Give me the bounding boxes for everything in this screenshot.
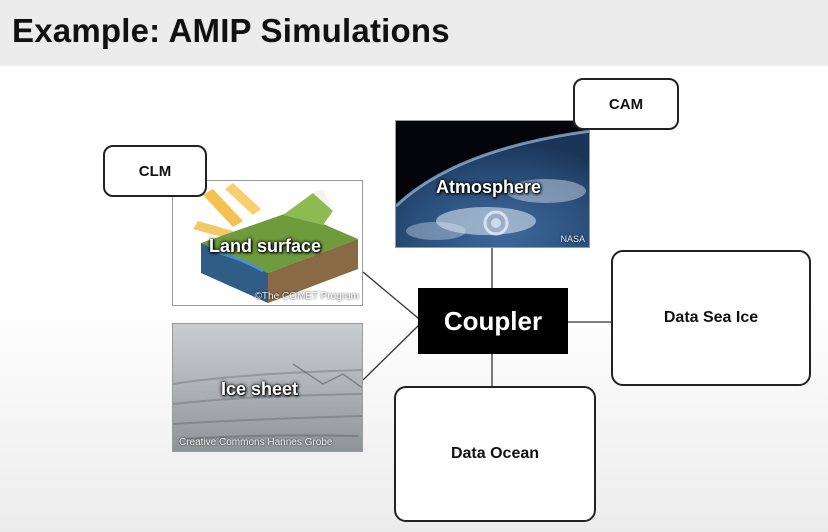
atmosphere-label: Atmosphere (436, 177, 542, 197)
coupler-box: Coupler (418, 288, 568, 354)
ice-sheet-connector (362, 325, 419, 381)
earth-from-space-graphic (396, 121, 589, 247)
atmosphere-image: Atmosphere NASA (395, 120, 590, 248)
slide-title: Example: AMIP Simulations (12, 12, 450, 49)
clm-box: CLM (103, 145, 207, 197)
ice-sheet-graphic (173, 324, 362, 451)
land-surface-image: Land surface ©The COMET Program (172, 180, 363, 306)
land-surface-credit: ©The COMET Program (254, 291, 359, 302)
cam-box: CAM (573, 78, 679, 130)
clm-label: CLM (138, 162, 172, 180)
atmosphere-credit: NASA (560, 234, 585, 244)
data-ocean-box: Data Ocean (394, 386, 596, 522)
ice-sheet-image: Ice sheet Creative Commons Hannes Grobe (172, 323, 363, 452)
ice-sheet-credit: Creative Commons Hannes Grobe (179, 437, 333, 448)
coupler-label: Coupler (443, 305, 543, 336)
data-sea-ice-label: Data Sea Ice (663, 309, 759, 326)
land-surface-label: Land surface (209, 236, 322, 256)
land-connector (362, 271, 419, 319)
land-block-graphic (193, 183, 358, 303)
title-bar: Example: AMIP Simulations (0, 0, 828, 66)
data-ocean-label: Data Ocean (450, 445, 540, 462)
data-sea-ice-box: Data Sea Ice (611, 250, 811, 386)
ice-sheet-label: Ice sheet (221, 379, 299, 399)
cam-label: CAM (608, 95, 644, 113)
